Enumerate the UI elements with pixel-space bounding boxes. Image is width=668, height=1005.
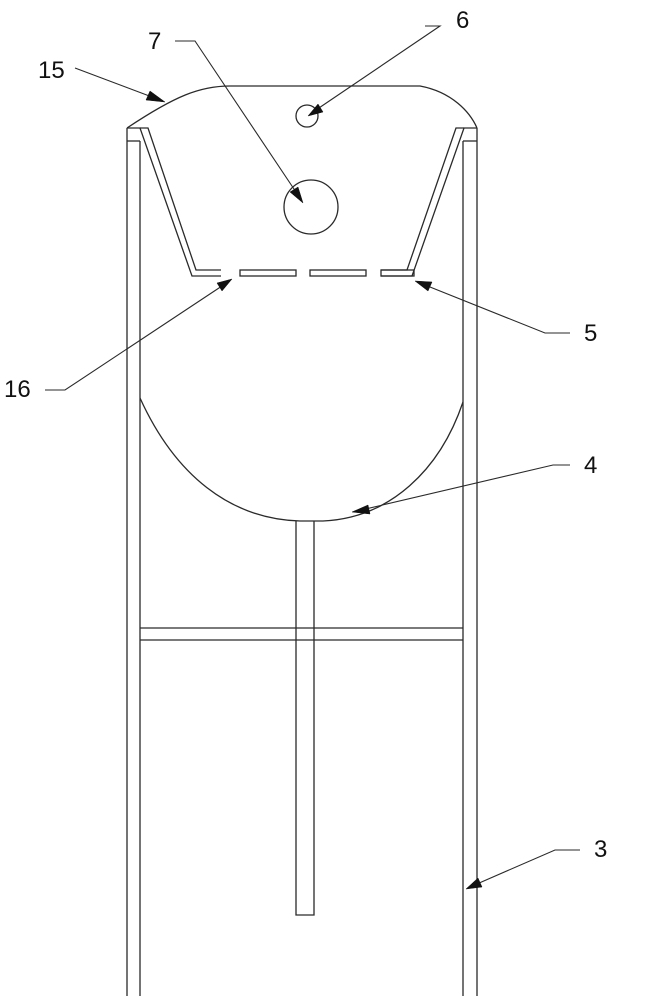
label-5: 5 <box>584 320 597 347</box>
label-4: 4 <box>584 452 597 479</box>
stem <box>296 521 314 915</box>
support-frame <box>127 128 477 996</box>
leader-15 <box>75 68 160 100</box>
arrowhead-15 <box>146 91 165 102</box>
leader-7 <box>175 41 300 198</box>
arrowhead-4 <box>352 505 370 514</box>
arrowhead-16 <box>217 279 232 291</box>
arrowhead-5 <box>415 281 432 291</box>
label-16: 16 <box>4 376 31 403</box>
plate-segment <box>240 270 296 276</box>
large-hole <box>284 180 338 234</box>
reference-numerals: 15 7 6 5 16 4 3 <box>4 7 607 863</box>
leader-3 <box>470 850 580 887</box>
top-cover <box>127 86 477 128</box>
plate-segment <box>381 270 414 276</box>
label-3: 3 <box>594 836 607 863</box>
leaders <box>45 26 580 889</box>
plate-segment <box>310 270 366 276</box>
leader-6 <box>313 26 440 112</box>
label-6: 6 <box>456 7 469 34</box>
label-7: 7 <box>148 28 161 55</box>
hopper-left-wall <box>127 128 221 276</box>
leader-5 <box>420 283 570 333</box>
arrowhead-7 <box>290 187 303 203</box>
leader-16 <box>45 282 228 390</box>
bowl <box>140 398 463 521</box>
label-15: 15 <box>38 57 65 84</box>
hopper-right-wall-inner <box>381 128 464 270</box>
hopper-left-wall-inner <box>140 128 221 270</box>
perforated-plate <box>240 270 414 276</box>
arrowhead-3 <box>466 878 482 889</box>
